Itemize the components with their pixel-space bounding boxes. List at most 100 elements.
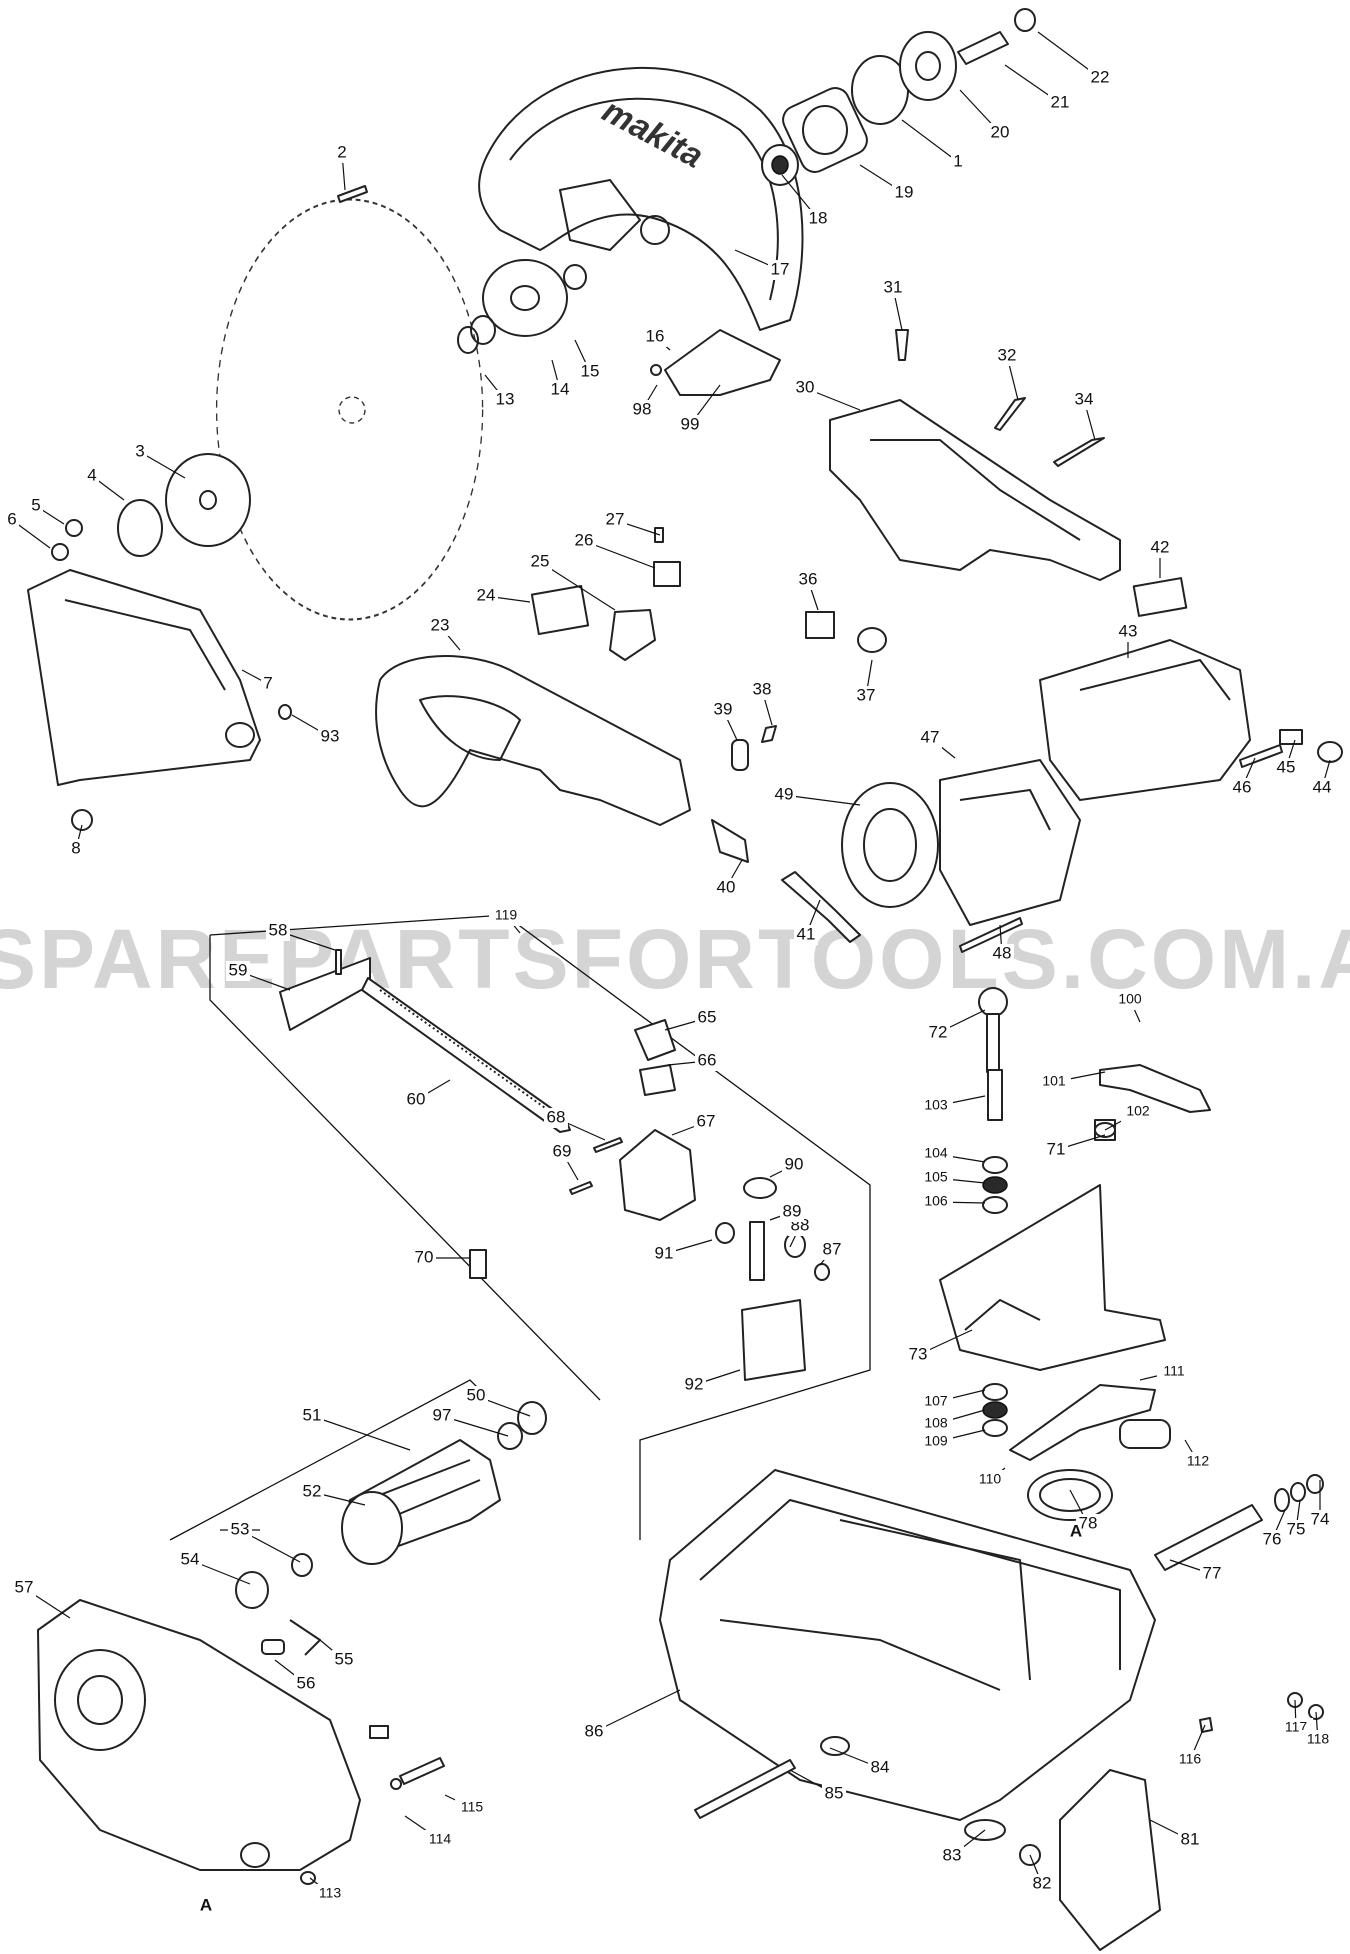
blade-guard-17: makita bbox=[478, 66, 804, 331]
callout-bg-67 bbox=[694, 1112, 718, 1132]
callout-bg-41 bbox=[794, 925, 818, 945]
letter-markers: AA bbox=[200, 1521, 1082, 1914]
callout-bg-26 bbox=[572, 531, 596, 551]
callout-bg-58 bbox=[266, 921, 290, 941]
saw-blade bbox=[215, 198, 484, 621]
part-callout-113: 113 bbox=[319, 1885, 342, 1901]
callout-bg-70 bbox=[412, 1248, 436, 1268]
part-callout-102: 102 bbox=[1126, 1103, 1150, 1119]
part-callout-51: 51 bbox=[303, 1405, 322, 1424]
callout-bg-5 bbox=[29, 496, 43, 516]
callout-bg-37 bbox=[854, 686, 878, 706]
callout-bg-54 bbox=[178, 1550, 202, 1570]
callout-bg-48 bbox=[990, 944, 1014, 964]
gear-housing-57 bbox=[37, 1599, 361, 1871]
part-callout-53: 53 bbox=[231, 1519, 250, 1538]
callout-bg-116 bbox=[1173, 1750, 1207, 1770]
callout-bg-23 bbox=[428, 616, 452, 636]
washer-13-14 bbox=[457, 315, 496, 354]
washer-84 bbox=[820, 1736, 850, 1756]
callout-bg-97 bbox=[430, 1406, 454, 1426]
bushing-112 bbox=[1119, 1419, 1171, 1449]
part-callout-106: 106 bbox=[924, 1193, 948, 1209]
callout-bg-100 bbox=[1113, 990, 1147, 1010]
part-callout-59: 59 bbox=[229, 960, 248, 979]
trigger-25 bbox=[609, 609, 656, 661]
bearing-box-19 bbox=[782, 87, 868, 173]
leader-line-3 bbox=[139, 451, 186, 479]
plate-111 bbox=[1009, 1384, 1156, 1461]
callout-bg-50 bbox=[464, 1386, 488, 1406]
callout-bg-47 bbox=[918, 728, 942, 748]
part-callout-18: 18 bbox=[809, 208, 828, 227]
callout-labels: 1234567813141516171819202122232425262730… bbox=[5, 67, 1335, 1904]
letter-marker-a-0: A bbox=[200, 1895, 212, 1914]
washers-74-76 bbox=[1274, 1474, 1324, 1512]
callout-bg-85 bbox=[822, 1784, 846, 1804]
callout-bg-78 bbox=[1076, 1514, 1100, 1534]
part-callout-98: 98 bbox=[633, 399, 652, 418]
part-callout-100: 100 bbox=[1118, 991, 1142, 1007]
part-callout-42: 42 bbox=[1151, 537, 1170, 556]
bolt-85 bbox=[694, 1759, 796, 1819]
part-callout-20: 20 bbox=[991, 122, 1010, 141]
vise-parts-65-66 bbox=[634, 1019, 676, 1096]
part-callout-49: 49 bbox=[775, 784, 794, 803]
screw-8 bbox=[71, 809, 93, 831]
callout-bg-1 bbox=[951, 152, 965, 172]
callout-bg-34 bbox=[1072, 390, 1096, 410]
handle-23 bbox=[375, 655, 691, 826]
retaining-ring-113 bbox=[300, 1871, 316, 1885]
callout-bg-8 bbox=[69, 839, 83, 859]
callout-bg-92 bbox=[682, 1375, 706, 1395]
part-callout-68: 68 bbox=[547, 1107, 566, 1126]
screws-31-32-34 bbox=[895, 329, 1105, 467]
part-callout-87: 87 bbox=[823, 1239, 842, 1258]
callout-bg-56 bbox=[294, 1674, 318, 1694]
knob-4 bbox=[117, 499, 163, 557]
leader-line-86 bbox=[593, 1689, 681, 1733]
callout-bg-105 bbox=[919, 1168, 953, 1188]
motor-housing-43 bbox=[1039, 639, 1251, 801]
callout-bg-103 bbox=[919, 1096, 953, 1116]
part-callout-97: 97 bbox=[433, 1405, 452, 1424]
callout-bg-118 bbox=[1301, 1730, 1335, 1750]
part-callout-114: 114 bbox=[429, 1831, 452, 1847]
part-callout-25: 25 bbox=[531, 551, 550, 570]
callout-bg-89 bbox=[780, 1202, 804, 1222]
callout-bg-52 bbox=[300, 1482, 324, 1502]
letter-marker-a-1: A bbox=[1070, 1521, 1082, 1540]
washer-93 bbox=[278, 704, 292, 720]
leader-line-25 bbox=[539, 561, 616, 611]
handle-72-103 bbox=[978, 987, 1008, 1121]
callout-bg-3 bbox=[133, 442, 147, 462]
callout-bg-87 bbox=[820, 1240, 844, 1260]
shaft-parts-87-92 bbox=[715, 1177, 830, 1381]
callout-bg-75 bbox=[1284, 1520, 1308, 1540]
handle-cover-30 bbox=[829, 399, 1121, 581]
part-callout-37: 37 bbox=[857, 685, 876, 704]
chip-deflector-81 bbox=[1059, 1769, 1161, 1951]
callout-bg-17 bbox=[768, 260, 792, 280]
capacitor-36 bbox=[805, 611, 835, 639]
part-callout-70: 70 bbox=[415, 1247, 434, 1266]
callout-bg-71 bbox=[1044, 1140, 1068, 1160]
callout-bg-65 bbox=[695, 1008, 719, 1028]
part-callout-78: 78 bbox=[1079, 1513, 1098, 1532]
callout-bg-84 bbox=[868, 1758, 892, 1778]
part-callout-92: 92 bbox=[685, 1374, 704, 1393]
part-callout-38: 38 bbox=[753, 679, 772, 698]
part-callout-83: 83 bbox=[943, 1845, 962, 1864]
callout-bg-77 bbox=[1200, 1564, 1224, 1584]
callout-bg-90 bbox=[782, 1155, 806, 1175]
watermark-text: SPAREPARTSFORTOOLS.COM.AU bbox=[0, 912, 1350, 1006]
part-callout-43: 43 bbox=[1119, 621, 1138, 640]
callout-bg-13 bbox=[493, 390, 517, 410]
lock-pin-63-114-115 bbox=[369, 1725, 445, 1790]
callout-bg-2 bbox=[335, 143, 349, 163]
callout-bg-57 bbox=[12, 1578, 36, 1598]
callout-bg-112 bbox=[1181, 1452, 1215, 1472]
brush-cap-37 bbox=[857, 627, 887, 653]
callout-bg-59 bbox=[226, 961, 250, 981]
